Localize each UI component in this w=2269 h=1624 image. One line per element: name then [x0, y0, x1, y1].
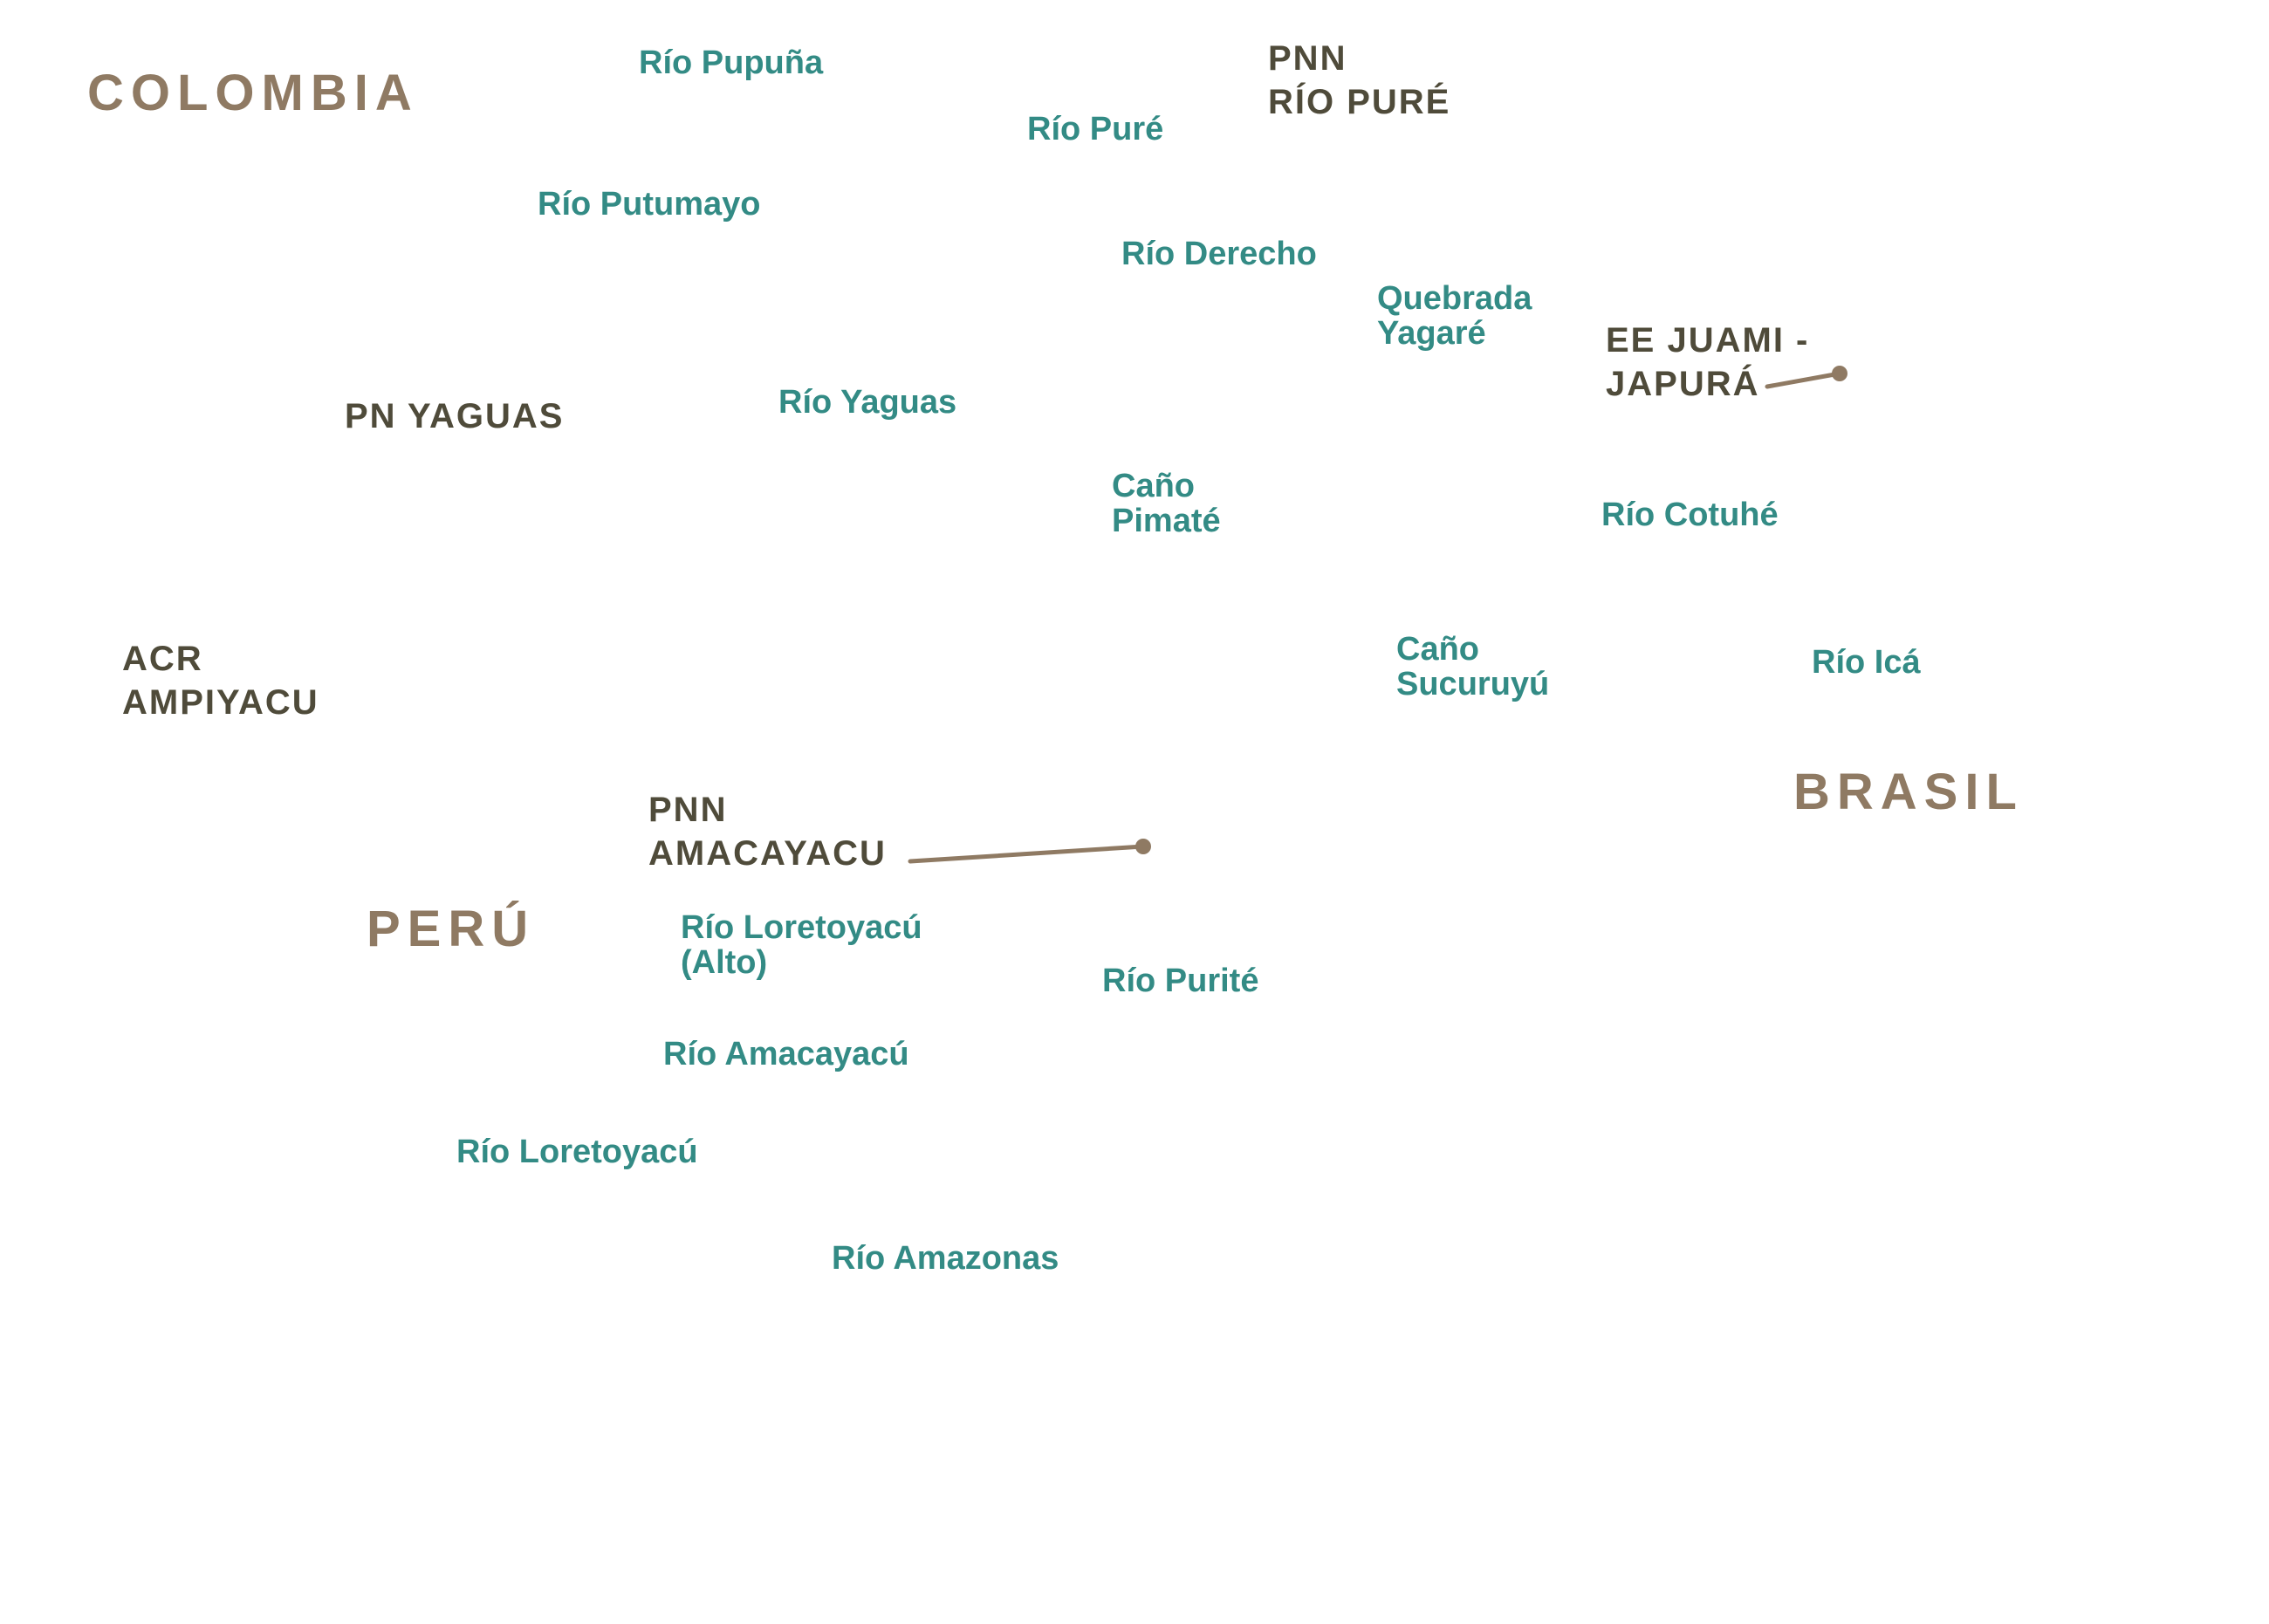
leader-line-amacayacu: [908, 844, 1146, 864]
river-label-yaguas: Río Yaguas: [778, 384, 957, 421]
area-label-pnn-rio-pure: PNN RÍO PURÉ: [1268, 37, 1450, 124]
river-label-derecho: Río Derecho: [1121, 236, 1317, 272]
river-label-ica: Río Icá: [1812, 644, 1921, 681]
area-label-line: PNN: [648, 791, 728, 829]
area-label-line: RÍO PURÉ: [1268, 83, 1451, 121]
area-label-pnn-amacayacu: PNN AMACAYACU: [648, 788, 887, 875]
marker-amacayacu[interactable]: [1135, 839, 1151, 854]
river-label-line: Yagaré: [1377, 315, 1486, 352]
river-label-cotuhe: Río Cotuhé: [1601, 497, 1779, 533]
area-label-pn-yaguas: PN YAGUAS: [345, 397, 565, 435]
area-label-line: ACR: [122, 640, 203, 678]
river-label-line: Quebrada: [1377, 280, 1532, 317]
river-label-line: Río Loretoyacú: [681, 909, 922, 946]
river-label-purite: Río Purité: [1102, 963, 1259, 999]
marker-juami-japura[interactable]: [1832, 366, 1847, 381]
country-label-peru: PERÚ: [367, 901, 536, 957]
river-label-cano-sucuruyu: Caño Sucuruyú: [1396, 632, 1549, 702]
river-label-quebrada-yagare: Quebrada Yagaré: [1377, 281, 1532, 351]
area-label-line: JAPURÁ: [1606, 365, 1760, 403]
river-label-line: (Alto): [681, 944, 768, 981]
area-label-line: AMACAYACU: [648, 834, 887, 873]
area-label-line: AMPIYACU: [122, 683, 319, 722]
river-label-putumayo: Río Putumayo: [538, 186, 761, 223]
river-label-amazonas: Río Amazonas: [832, 1240, 1059, 1277]
river-label-pupuna: Río Pupuña: [639, 45, 824, 81]
river-label-pure: Río Puré: [1027, 111, 1164, 147]
river-label-cano-pimate: Caño Pimaté: [1112, 469, 1221, 538]
leader-line-juami-japura: [1765, 371, 1842, 389]
area-label-ee-juami-japura: EE JUAMI - JAPURÁ: [1606, 319, 1809, 406]
river-label-line: Caño: [1396, 631, 1479, 668]
country-label-brasil: BRASIL: [1793, 764, 2024, 820]
river-label-line: Pimaté: [1112, 503, 1221, 539]
area-label-line: PNN: [1268, 39, 1347, 78]
river-label-amacayacu: Río Amacayacú: [663, 1036, 909, 1072]
river-label-loretoyacu-alto: Río Loretoyacú (Alto): [681, 910, 922, 980]
area-label-line: EE JUAMI -: [1606, 321, 1810, 360]
river-label-loretoyacu: Río Loretoyacú: [456, 1134, 698, 1170]
country-label-colombia: COLOMBIA: [87, 65, 419, 121]
river-label-line: Sucuruyú: [1396, 666, 1550, 702]
river-label-line: Caño: [1112, 468, 1195, 504]
area-label-acr-ampiyacu: ACR AMPIYACU: [122, 637, 319, 724]
